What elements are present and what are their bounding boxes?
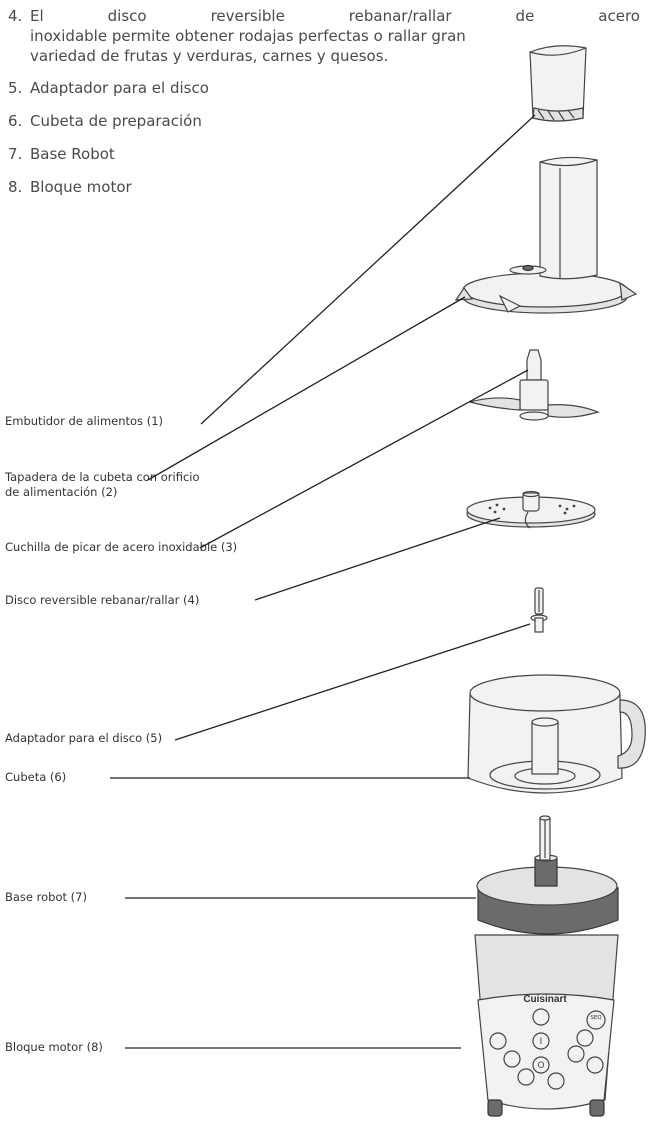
list-number: 6. xyxy=(8,112,23,130)
seq-button-label: SEQ xyxy=(590,1015,602,1021)
disc-drawing xyxy=(466,490,596,529)
callout-adapter: Adaptador para el disco (5) xyxy=(5,731,163,745)
svg-text:O: O xyxy=(537,1061,544,1071)
word: disco xyxy=(107,7,147,25)
callout-lid-line1: Tapadera de la cubeta con orificio xyxy=(5,470,200,484)
leader-lines xyxy=(110,114,536,1049)
list-number: 4. xyxy=(8,7,23,25)
parts-description-list: 4. El disco reversible rebanar/rallar de… xyxy=(8,6,648,197)
list-number: 7. xyxy=(8,145,23,163)
food-pusher-drawing xyxy=(529,45,587,122)
callout-lid-line2: de alimentación (2) xyxy=(5,485,118,499)
callout-disc: Disco reversible rebanar/rallar (4) xyxy=(5,593,200,607)
callout-motor: Bloque motor (8) xyxy=(5,1040,103,1054)
word: rebanar/rallar xyxy=(348,7,452,25)
callout-bowl: Cubeta (6) xyxy=(5,770,67,784)
blade-drawing xyxy=(467,349,600,421)
list-item-8: 8. Bloque motor xyxy=(8,177,648,197)
list-item-4: 4. El disco reversible rebanar/rallar de… xyxy=(8,6,640,66)
list-number: 8. xyxy=(8,178,23,196)
callout-base: Base robot (7) xyxy=(5,890,87,904)
callout-food-pusher: Embutidor de alimentos (1) xyxy=(5,414,163,428)
list-item-text: Cubeta de preparación xyxy=(30,112,202,130)
lid-drawing xyxy=(454,156,638,314)
list-item-5: 5. Adaptador para el disco xyxy=(8,78,648,98)
list-item-text: Adaptador para el disco xyxy=(30,79,209,97)
callout-blade: Cuchilla de picar de acero inoxidable (3… xyxy=(5,540,238,554)
word: El xyxy=(30,7,44,25)
motor-base-drawing: I O xyxy=(474,815,619,1117)
list-item-4-text: inoxidable permite obtener rodajas perfe… xyxy=(30,27,466,65)
svg-text:I: I xyxy=(540,1037,543,1047)
list-item-text: Base Robot xyxy=(30,145,115,163)
adapter-drawing xyxy=(530,587,548,633)
brand-logo: Cuisinart xyxy=(523,994,567,1005)
list-item-6: 6. Cubeta de preparación xyxy=(8,111,648,131)
bowl-drawing xyxy=(467,674,646,794)
word: de xyxy=(515,7,535,25)
list-number: 5. xyxy=(8,79,23,97)
list-item-7: 7. Base Robot xyxy=(8,144,648,164)
word: acero xyxy=(598,7,640,25)
list-item-text: Bloque motor xyxy=(30,178,132,196)
list-item-4-first-line: El disco reversible rebanar/rallar de ac… xyxy=(30,6,640,26)
word: reversible xyxy=(210,7,285,25)
